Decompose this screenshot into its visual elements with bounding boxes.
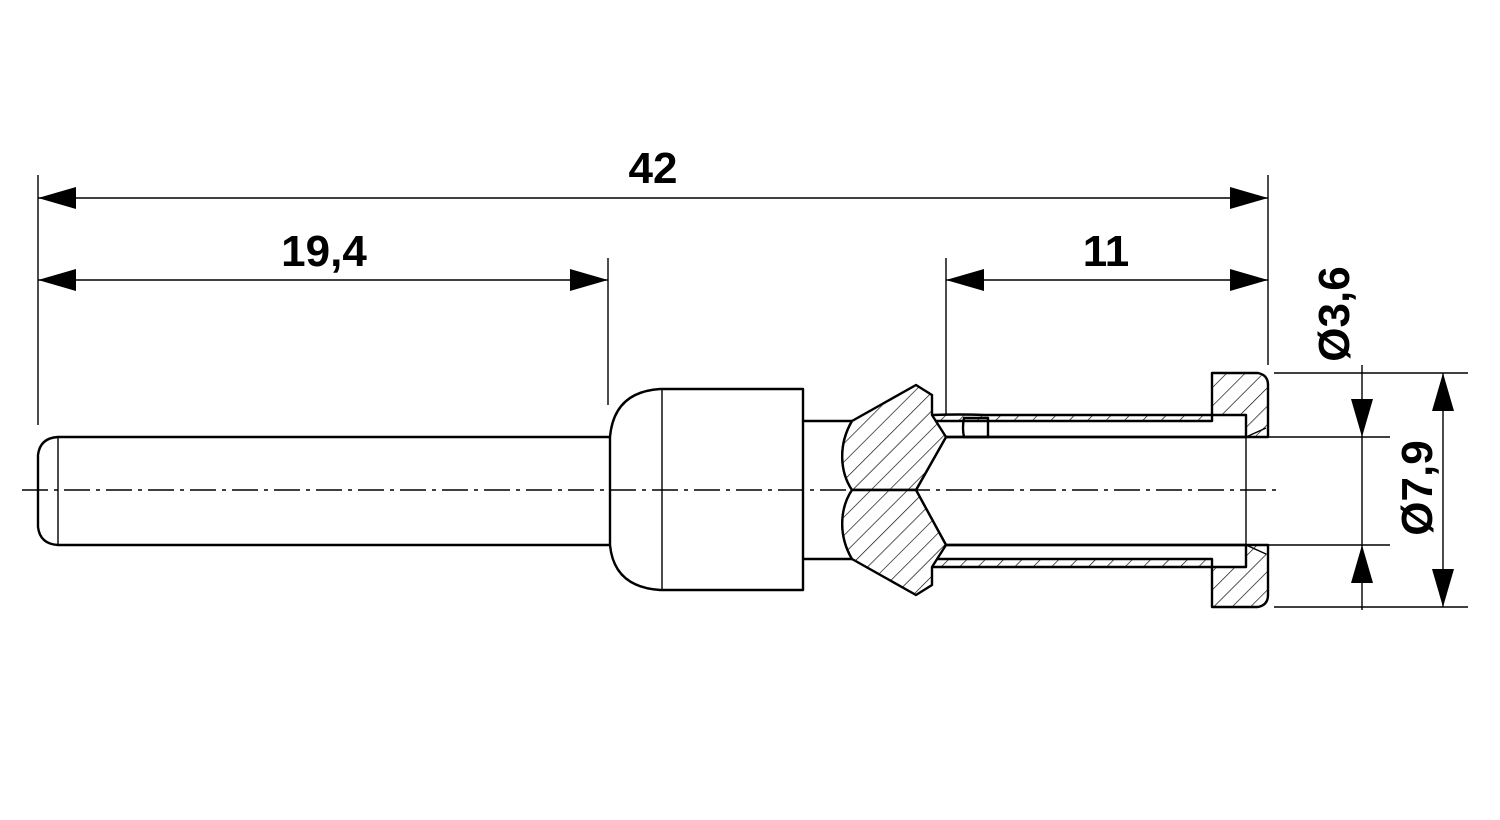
crimp-sleeve-section [841, 371, 1270, 609]
extension-lines [37, 175, 1468, 608]
arrowhead [1351, 399, 1373, 437]
dimension-overall-length: 42 [38, 144, 1268, 209]
dimension-pin-length: 19,4 [38, 227, 608, 291]
dimension-inner-diameter: Ø3,6 [1310, 266, 1373, 610]
dimension-label-pin: 19,4 [281, 227, 367, 276]
arrowhead [38, 269, 76, 291]
arrowhead [38, 187, 76, 209]
arrowhead [1230, 269, 1268, 291]
arrowhead [1351, 545, 1373, 583]
dimension-outer-diameter: Ø7,9 [1393, 373, 1454, 607]
dimension-label-outer-diameter: Ø7,9 [1393, 440, 1442, 535]
arrowhead [570, 269, 608, 291]
arrowhead [1432, 569, 1454, 607]
arrowhead [946, 269, 984, 291]
dimension-label-inner-diameter: Ø3,6 [1310, 266, 1359, 361]
arrowhead [1432, 373, 1454, 411]
dimension-label-sleeve: 11 [1083, 227, 1130, 276]
arrowhead [1230, 187, 1268, 209]
dimension-label-overall: 42 [629, 144, 678, 193]
dimension-sleeve-length: 11 [946, 227, 1268, 291]
